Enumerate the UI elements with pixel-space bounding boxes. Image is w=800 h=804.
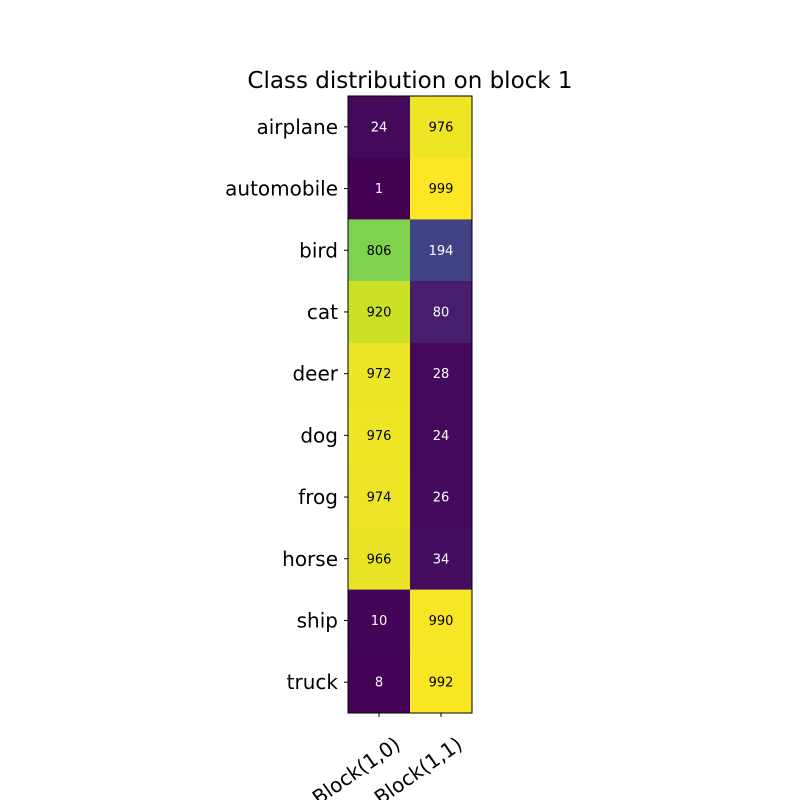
heatmap-cell-ship-0 <box>348 589 411 652</box>
cell-value-label-bird-0: 806 <box>367 244 392 259</box>
cell-value-label-frog-0: 974 <box>367 491 392 506</box>
y-tick-label-ship: ship <box>297 608 338 632</box>
heatmap-cell-cat-1 <box>410 281 473 344</box>
y-tick-label-frog: frog <box>298 485 338 509</box>
cell-value-label-truck-1: 992 <box>429 676 454 691</box>
heatmap-cell-frog-0 <box>348 466 411 529</box>
cell-value-label-truck-0: 8 <box>375 676 383 691</box>
cell-value-label-horse-0: 966 <box>367 552 392 567</box>
cell-value-label-dog-1: 24 <box>433 429 450 444</box>
chart-title: Class distribution on block 1 <box>247 68 572 94</box>
cell-value-label-frog-1: 26 <box>433 491 450 506</box>
y-tick-label-dog: dog <box>300 423 338 447</box>
heatmap-cell-bird-0 <box>348 219 411 282</box>
cell-value-label-airplane-0: 24 <box>371 120 388 135</box>
y-tick-label-horse: horse <box>282 547 338 571</box>
cell-value-label-ship-0: 10 <box>371 614 388 629</box>
cell-value-label-ship-1: 990 <box>429 614 454 629</box>
y-tick-label-cat: cat <box>307 300 338 324</box>
y-tick-label-automobile: automobile <box>225 177 338 201</box>
y-tick-label-deer: deer <box>292 362 338 386</box>
heatmap-cell-airplane-1 <box>410 96 473 159</box>
heatmap-cell-horse-0 <box>348 527 411 591</box>
y-tick-label-airplane: airplane <box>256 115 338 139</box>
heatmap-cell-truck-0 <box>348 651 411 714</box>
cell-value-label-automobile-1: 999 <box>429 182 454 197</box>
cell-value-label-cat-0: 920 <box>367 305 392 320</box>
cell-value-label-cat-1: 80 <box>433 305 450 320</box>
cell-value-label-airplane-1: 976 <box>429 120 454 135</box>
cell-value-label-deer-0: 972 <box>367 367 392 382</box>
heatmap-cell-deer-0 <box>348 342 411 405</box>
cell-value-label-dog-0: 976 <box>367 429 392 444</box>
heatmap-cell-cat-0 <box>348 281 411 344</box>
y-tick-label-truck: truck <box>287 670 339 694</box>
cell-value-label-automobile-0: 1 <box>375 182 383 197</box>
heatmap-cell-horse-1 <box>410 527 473 591</box>
heatmap-cell-deer-1 <box>410 342 473 405</box>
cell-value-label-horse-1: 34 <box>433 552 450 567</box>
y-tick-label-bird: bird <box>299 238 338 262</box>
heatmap-cell-frog-1 <box>410 466 473 529</box>
heatmap-cell-bird-1 <box>410 219 473 282</box>
heatmap-cell-dog-1 <box>410 404 473 467</box>
heatmap-cell-dog-0 <box>348 404 411 467</box>
cell-value-label-deer-1: 28 <box>433 367 450 382</box>
heatmap-cell-automobile-1 <box>410 157 473 220</box>
plot-frame <box>347 95 473 714</box>
heatmap-cell-airplane-0 <box>348 96 411 159</box>
heatmap-cell-ship-1 <box>410 589 473 652</box>
cell-value-label-bird-1: 194 <box>429 244 454 259</box>
heatmap-cell-truck-1 <box>410 651 473 714</box>
heatmap-cell-automobile-0 <box>348 157 411 220</box>
